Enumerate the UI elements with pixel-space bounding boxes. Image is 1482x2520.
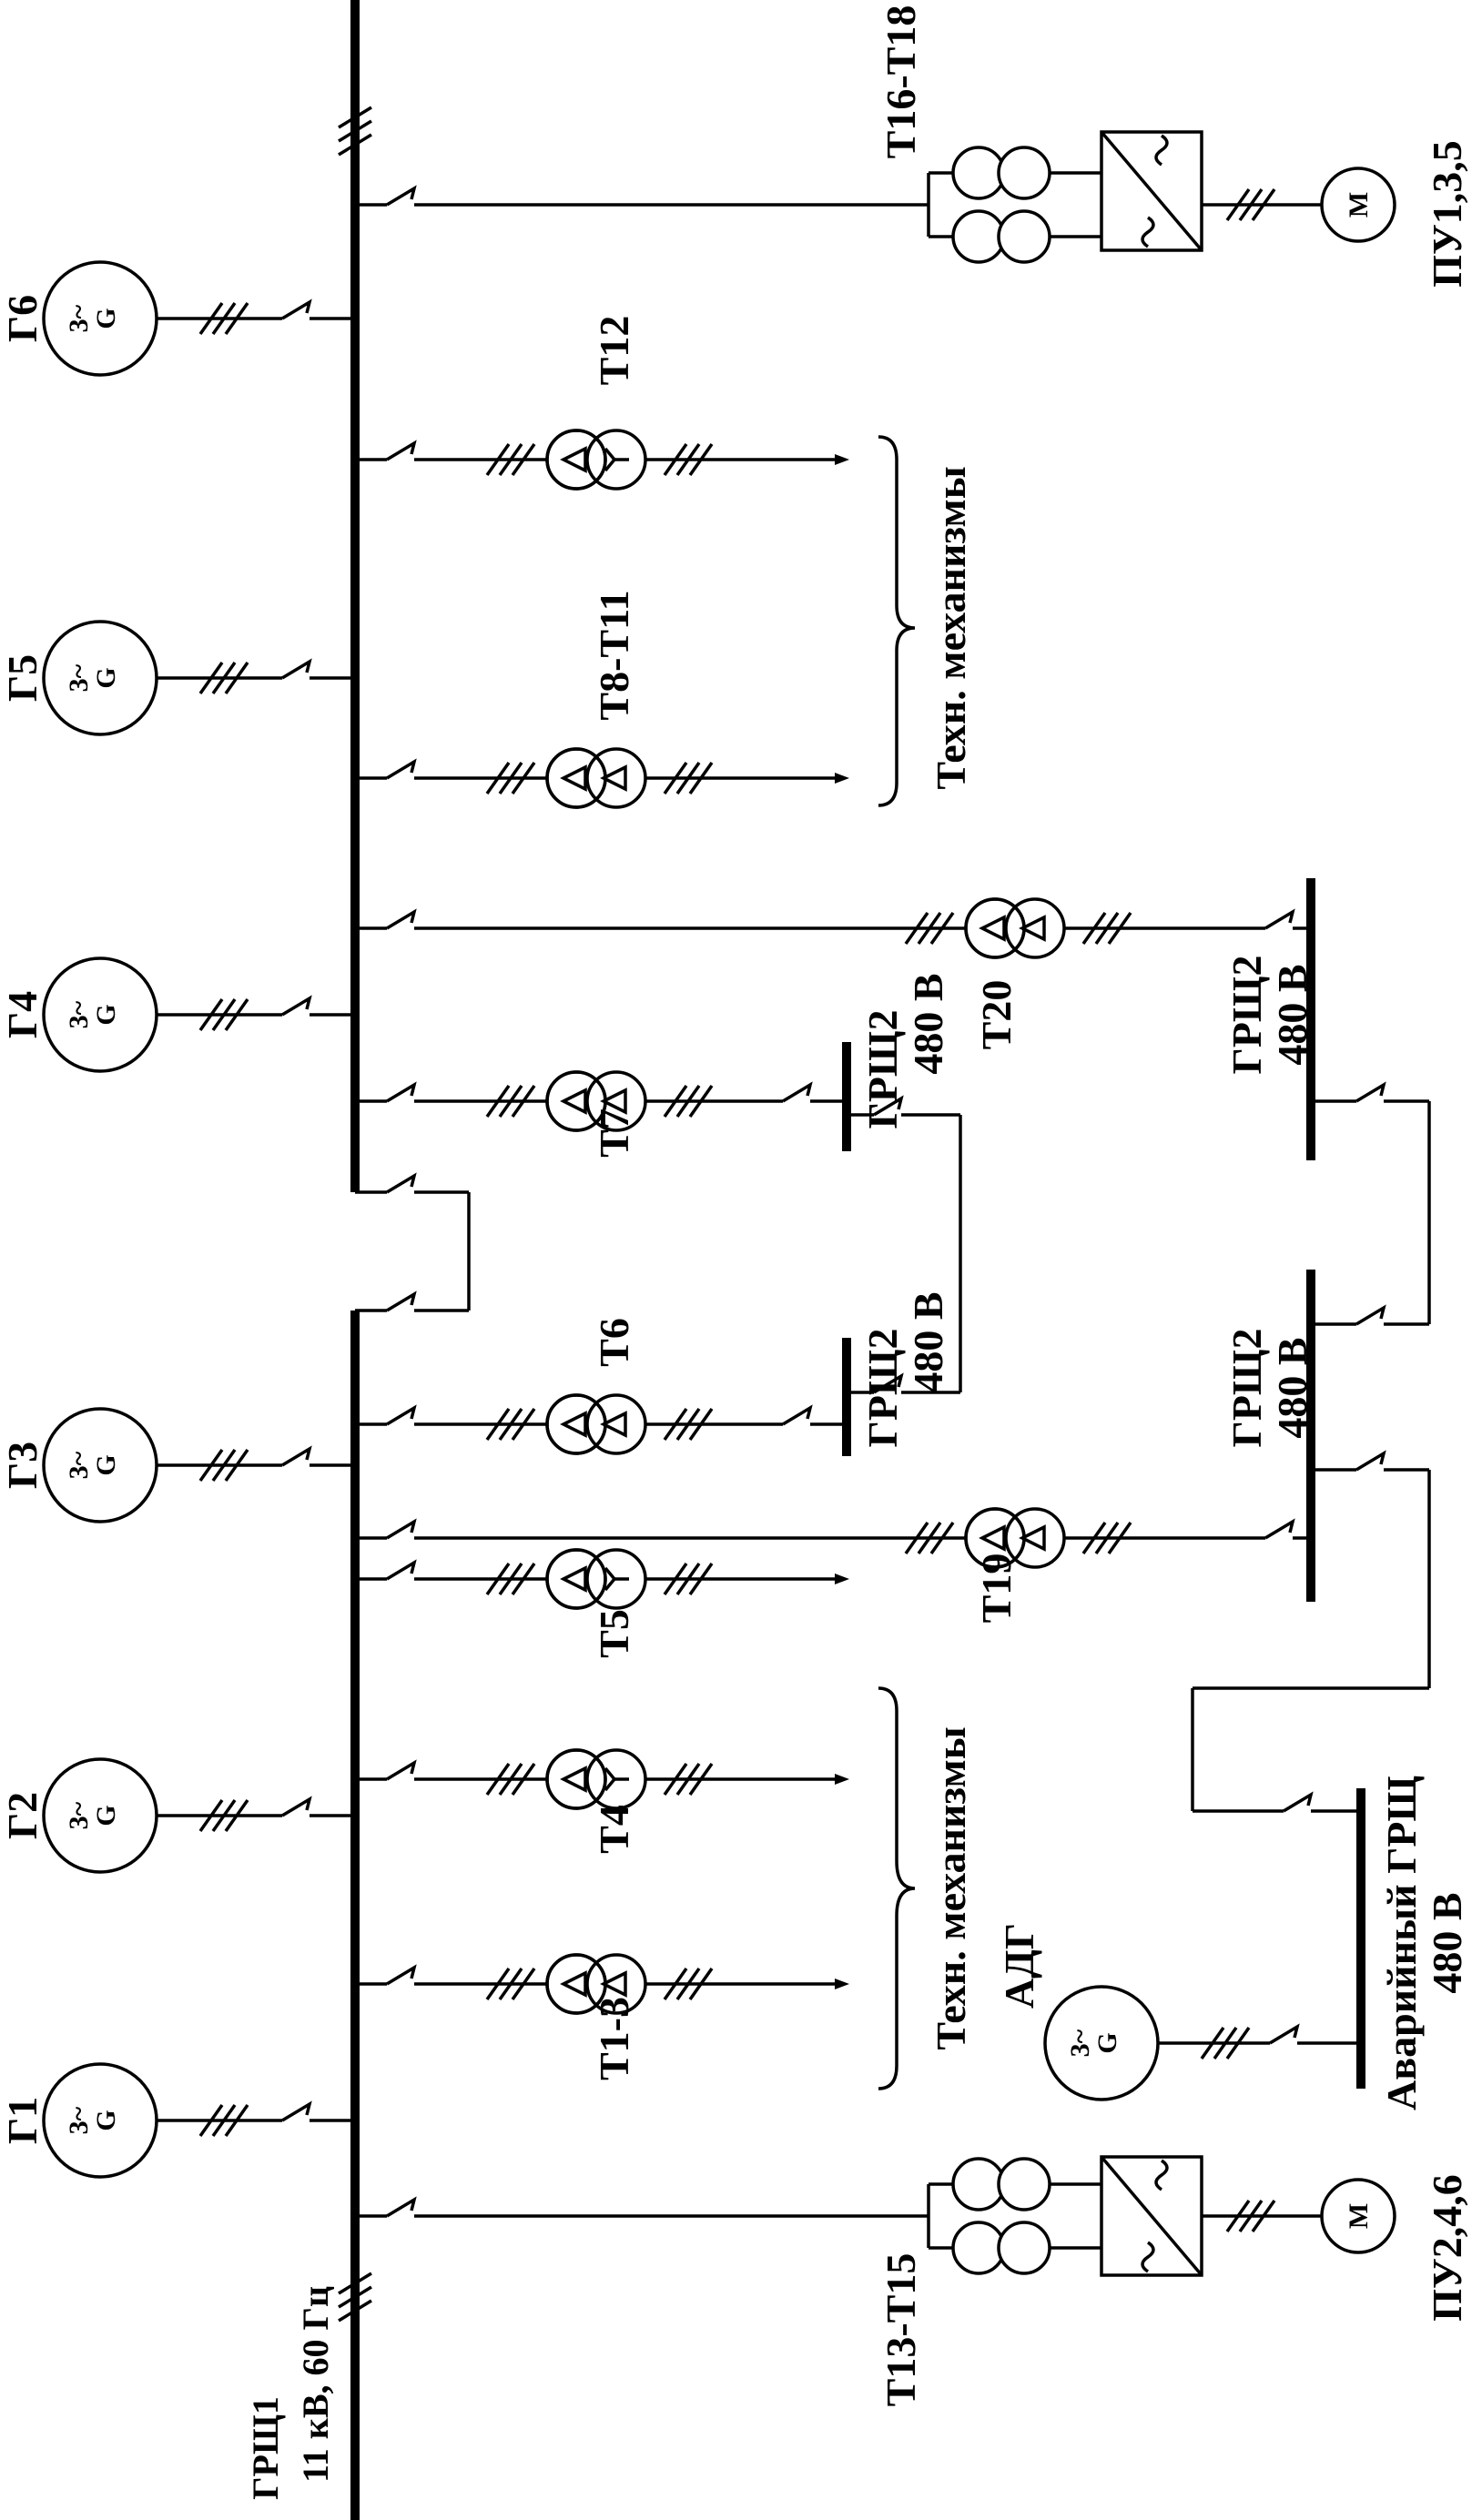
feeder-t20 xyxy=(355,897,1238,959)
generator-symbol-phase: 3~ xyxy=(64,1451,94,1479)
grsh2-small-lower: ГРЩ2 480 В xyxy=(756,1291,960,1456)
generator-label: Г6 xyxy=(0,295,46,342)
label-t16-t18: Т16-Т18 xyxy=(878,5,924,159)
propulsion-label-lower: ПУ2,4,6 xyxy=(1424,2174,1470,2322)
tech-mechanisms-label-lower: Техн. механизмы xyxy=(928,1726,974,2049)
grsh2-name-3: ГРЩ2 xyxy=(1223,956,1270,1075)
grsh2-voltage-3: 480 В xyxy=(1269,964,1315,1065)
generator-symbol-letter: G xyxy=(91,308,121,329)
propulsion-label-upper: ПУ1,3,5 xyxy=(1424,140,1470,288)
grsh2-name-4: ГРЩ2 xyxy=(1223,1329,1270,1448)
label-t12: Т12 xyxy=(591,316,637,386)
grsh2-voltage-2: 480 В xyxy=(905,973,951,1074)
generator-g2: G3~ Г2 xyxy=(0,1757,355,1874)
grsh2-small-upper: ГРЩ2 480 В xyxy=(756,973,962,1392)
label-t4: Т4 xyxy=(591,1805,637,1854)
motor-label-upper: M xyxy=(1344,192,1374,218)
emergency-switchboard-voltage: 480 В xyxy=(1424,1892,1470,1993)
label-t5: Т5 xyxy=(591,1609,637,1658)
label-t20: Т20 xyxy=(973,980,1020,1050)
feeder-t6 xyxy=(355,1393,756,1455)
feeder-t12 xyxy=(355,429,849,491)
svg-text:G: G xyxy=(1092,2032,1122,2053)
emergency-generator: G 3~ АДГ xyxy=(996,1923,1361,2101)
motor-label-lower: M xyxy=(1344,2203,1374,2229)
generator-symbol-phase: 3~ xyxy=(64,663,94,692)
label-t6: Т6 xyxy=(591,1318,637,1367)
generator-symbol-phase: 3~ xyxy=(64,1801,94,1829)
tech-mechanisms-label-upper: Техн. механизмы xyxy=(928,466,974,789)
emergency-switchboard: Аварийный ГРЩ 480 В xyxy=(1356,1776,1470,2110)
label-t1-3: Т1-3 xyxy=(591,1997,637,2080)
transformer-labels: Т1-3 Т4 Т5 Т6 Т7 Т8-Т11 Т12 Т19 Т20 Т13-… xyxy=(591,5,1020,2407)
grsh2-voltage-1: 480 В xyxy=(905,1291,951,1392)
svg-text:3~: 3~ xyxy=(1065,2029,1095,2057)
tech-mechanisms-upper: Техн. механизмы xyxy=(878,435,974,807)
generator-symbol-letter: G xyxy=(91,667,121,688)
generator-label: Г5 xyxy=(0,654,46,702)
feeder-t7 xyxy=(355,1070,756,1132)
propulsion-unit-2-4-6: M ПУ2,4,6 xyxy=(355,2155,1470,2322)
generator-symbol-letter: G xyxy=(91,1454,121,1475)
grsh2-voltage-4: 480 В xyxy=(1269,1337,1315,1438)
feeder-t5 xyxy=(355,1548,849,1610)
label-t7: Т7 xyxy=(591,1108,637,1158)
generator-symbol-phase: 3~ xyxy=(64,1000,94,1028)
grsh2-name-1: ГРЩ2 xyxy=(859,1329,906,1448)
generator-symbol-letter: G xyxy=(91,2110,121,2130)
feeder-t1-3 xyxy=(355,1953,849,2015)
main-bus: ГРЩ1 11 кВ, 60 Гц xyxy=(245,0,372,2520)
main-bus-rating: 11 кВ, 60 Гц xyxy=(295,2286,336,2483)
generator-label: Г2 xyxy=(0,1792,46,1839)
feeder-t8-11 xyxy=(355,747,849,809)
generator-symbol-phase: 3~ xyxy=(64,2106,94,2134)
generator-label: Г4 xyxy=(0,991,46,1038)
grsh2-big-upper: ГРЩ2 480 В xyxy=(1223,878,1431,1324)
generator-symbol-letter: G xyxy=(91,1805,121,1826)
grsh2-big-lower: ГРЩ2 480 В xyxy=(1191,1270,1431,1813)
feeder-t4 xyxy=(355,1748,849,1810)
generator-symbol-letter: G xyxy=(91,1004,121,1025)
generator-g3: G3~ Г3 xyxy=(0,1407,355,1523)
label-t13-t15: Т13-Т15 xyxy=(878,2253,924,2407)
generator-g4: G3~ Г4 xyxy=(0,956,355,1073)
feeder-t19 xyxy=(355,1507,1238,1569)
emergency-switchboard-name: Аварийный ГРЩ xyxy=(1378,1776,1425,2110)
propulsion-unit-1-3-5: M ПУ1,3,5 xyxy=(355,130,1470,288)
grsh2-name-2: ГРЩ2 xyxy=(859,1010,906,1129)
emergency-generator-label: АДГ xyxy=(996,1923,1042,2009)
generator-label: Г1 xyxy=(0,2097,46,2144)
generator-symbol-phase: 3~ xyxy=(64,304,94,332)
generator-g5: G3~ Г5 xyxy=(0,620,355,736)
generator-g1: G3~ Г1 xyxy=(0,2062,355,2179)
feeders xyxy=(355,429,1238,2015)
tech-mechanisms-lower: Техн. механизмы xyxy=(878,1686,974,2090)
generator-g6: G3~ Г6 xyxy=(0,260,355,377)
main-bus-name: ГРЩ1 xyxy=(245,2396,286,2500)
label-t19: Т19 xyxy=(973,1553,1020,1624)
generator-label: Г3 xyxy=(0,1442,46,1489)
label-t8-t11: Т8-Т11 xyxy=(591,590,637,720)
bus-tie xyxy=(355,1172,471,1312)
